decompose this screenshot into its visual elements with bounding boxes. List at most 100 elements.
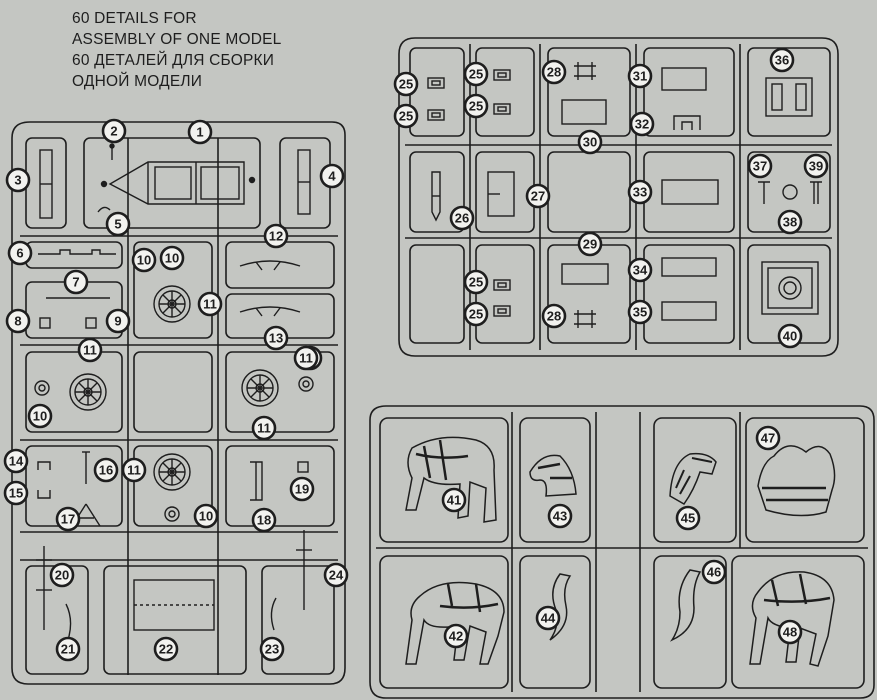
part-number-text: 45 bbox=[681, 511, 695, 526]
part-number-29: 29 bbox=[577, 231, 603, 257]
part-number-48: 48 bbox=[777, 619, 803, 645]
wagon-frame-icon bbox=[100, 161, 256, 205]
part-number-text: 18 bbox=[257, 513, 271, 528]
part-number-text: 44 bbox=[541, 611, 556, 626]
part-number-text: 31 bbox=[633, 69, 647, 84]
sprue-frame bbox=[398, 37, 839, 357]
part-number-text: 12 bbox=[269, 229, 283, 244]
part-number-11: 11 bbox=[251, 415, 277, 441]
part-number-text: 43 bbox=[553, 509, 567, 524]
sprue-frame bbox=[369, 405, 875, 699]
part-number-text: 48 bbox=[783, 625, 797, 640]
part-number-16: 16 bbox=[93, 457, 119, 483]
part-number-text: 23 bbox=[265, 642, 279, 657]
part-number-text: 15 bbox=[9, 486, 23, 501]
part-number-10: 10 bbox=[193, 503, 219, 529]
part-number-42: 42 bbox=[443, 623, 469, 649]
part-number-23: 23 bbox=[259, 636, 285, 662]
part-number-13: 13 bbox=[263, 325, 289, 351]
part-number-28: 28 bbox=[541, 59, 567, 85]
part-number-25: 25 bbox=[463, 93, 489, 119]
part-number-text: 11 bbox=[83, 343, 97, 358]
part-number-text: 11 bbox=[127, 463, 141, 478]
part-number-10: 10 bbox=[159, 245, 185, 271]
horse-figure-icon bbox=[405, 436, 497, 523]
part-number-text: 13 bbox=[269, 331, 283, 346]
part-number-text: 25 bbox=[469, 307, 483, 322]
caption-line-en-1: 60 DETAILS FOR bbox=[72, 10, 197, 27]
part-number-text: 11 bbox=[299, 351, 313, 366]
part-number-2: 2 bbox=[101, 118, 127, 144]
part-number-text: 10 bbox=[199, 509, 213, 524]
part-number-text: 46 bbox=[707, 565, 721, 580]
part-number-text: 40 bbox=[783, 329, 797, 344]
saddle-icon bbox=[757, 445, 836, 517]
part-number-6: 6 bbox=[7, 240, 33, 266]
part-number-21: 21 bbox=[55, 636, 81, 662]
part-number-30: 30 bbox=[577, 129, 603, 155]
part-number-text: 11 bbox=[257, 421, 271, 436]
part-number-46: 46 bbox=[701, 559, 727, 585]
part-number-text: 9 bbox=[114, 314, 121, 329]
wagon-parts bbox=[34, 143, 314, 641]
part-number-25: 25 bbox=[393, 103, 419, 129]
part-number-25: 25 bbox=[463, 61, 489, 87]
part-number-1: 1 bbox=[187, 119, 213, 145]
part-number-4: 4 bbox=[319, 163, 345, 189]
part-number-25: 25 bbox=[463, 269, 489, 295]
part-number-43: 43 bbox=[547, 503, 573, 529]
part-number-37: 37 bbox=[747, 153, 773, 179]
part-number-10: 10 bbox=[27, 403, 53, 429]
part-number-text: 28 bbox=[547, 309, 561, 324]
part-number-text: 47 bbox=[761, 431, 775, 446]
part-number-text: 28 bbox=[547, 65, 561, 80]
horse-parts bbox=[405, 436, 836, 667]
part-number-text: 20 bbox=[55, 568, 69, 583]
part-number-45: 45 bbox=[675, 505, 701, 531]
part-number-34: 34 bbox=[627, 257, 653, 283]
part-number-38: 38 bbox=[777, 209, 803, 235]
caption-line-ru-1: 60 ДЕТАЛЕЙ ДЛЯ СБОРКИ bbox=[72, 52, 275, 69]
parts-count-caption: 60 DETAILS FOR ASSEMBLY OF ONE MODEL 60 … bbox=[72, 8, 281, 92]
part-number-text: 10 bbox=[165, 251, 179, 266]
horse-tail bbox=[549, 573, 572, 641]
part-number-25: 25 bbox=[393, 71, 419, 97]
part-number-text: 25 bbox=[469, 67, 483, 82]
part-number-11: 11 bbox=[77, 337, 103, 363]
caption-line-en-2: ASSEMBLY OF ONE MODEL bbox=[72, 31, 282, 48]
part-number-33: 33 bbox=[627, 179, 653, 205]
part-number-text: 39 bbox=[809, 159, 823, 174]
part-number-text: 30 bbox=[583, 135, 597, 150]
sprue-wagon bbox=[11, 121, 346, 685]
part-number-text: 25 bbox=[399, 109, 413, 124]
horse-figure-icon bbox=[405, 581, 505, 665]
part-number-text: 6 bbox=[16, 246, 23, 261]
part-number-text: 5 bbox=[114, 217, 121, 232]
part-number-text: 41 bbox=[447, 493, 461, 508]
part-number-11: 11 bbox=[121, 457, 147, 483]
part-number-26: 26 bbox=[449, 205, 475, 231]
horse-head-icon bbox=[529, 454, 577, 497]
part-number-text: 17 bbox=[61, 512, 75, 527]
part-number-8: 8 bbox=[5, 308, 31, 334]
part-number-22: 22 bbox=[153, 636, 179, 662]
part-number-18: 18 bbox=[251, 507, 277, 533]
wheel-icon bbox=[153, 285, 191, 323]
part-number-47: 47 bbox=[755, 425, 781, 451]
harness-parts bbox=[427, 62, 822, 328]
part-number-text: 8 bbox=[14, 314, 21, 329]
sprue-horses bbox=[369, 405, 875, 699]
part-number-text: 32 bbox=[635, 117, 649, 132]
horse-head-icon bbox=[669, 452, 717, 505]
part-number-labels: 1234567891010101010111111111112131415161… bbox=[3, 47, 829, 662]
part-number-41: 41 bbox=[441, 487, 467, 513]
part-number-36: 36 bbox=[769, 47, 795, 73]
part-number-text: 14 bbox=[9, 454, 24, 469]
part-number-3: 3 bbox=[5, 167, 31, 193]
part-number-text: 4 bbox=[328, 169, 336, 184]
part-number-9: 9 bbox=[105, 308, 131, 334]
wheel-icon bbox=[69, 373, 107, 411]
part-number-text: 38 bbox=[783, 215, 797, 230]
part-number-14: 14 bbox=[3, 448, 29, 474]
part-number-text: 25 bbox=[469, 99, 483, 114]
